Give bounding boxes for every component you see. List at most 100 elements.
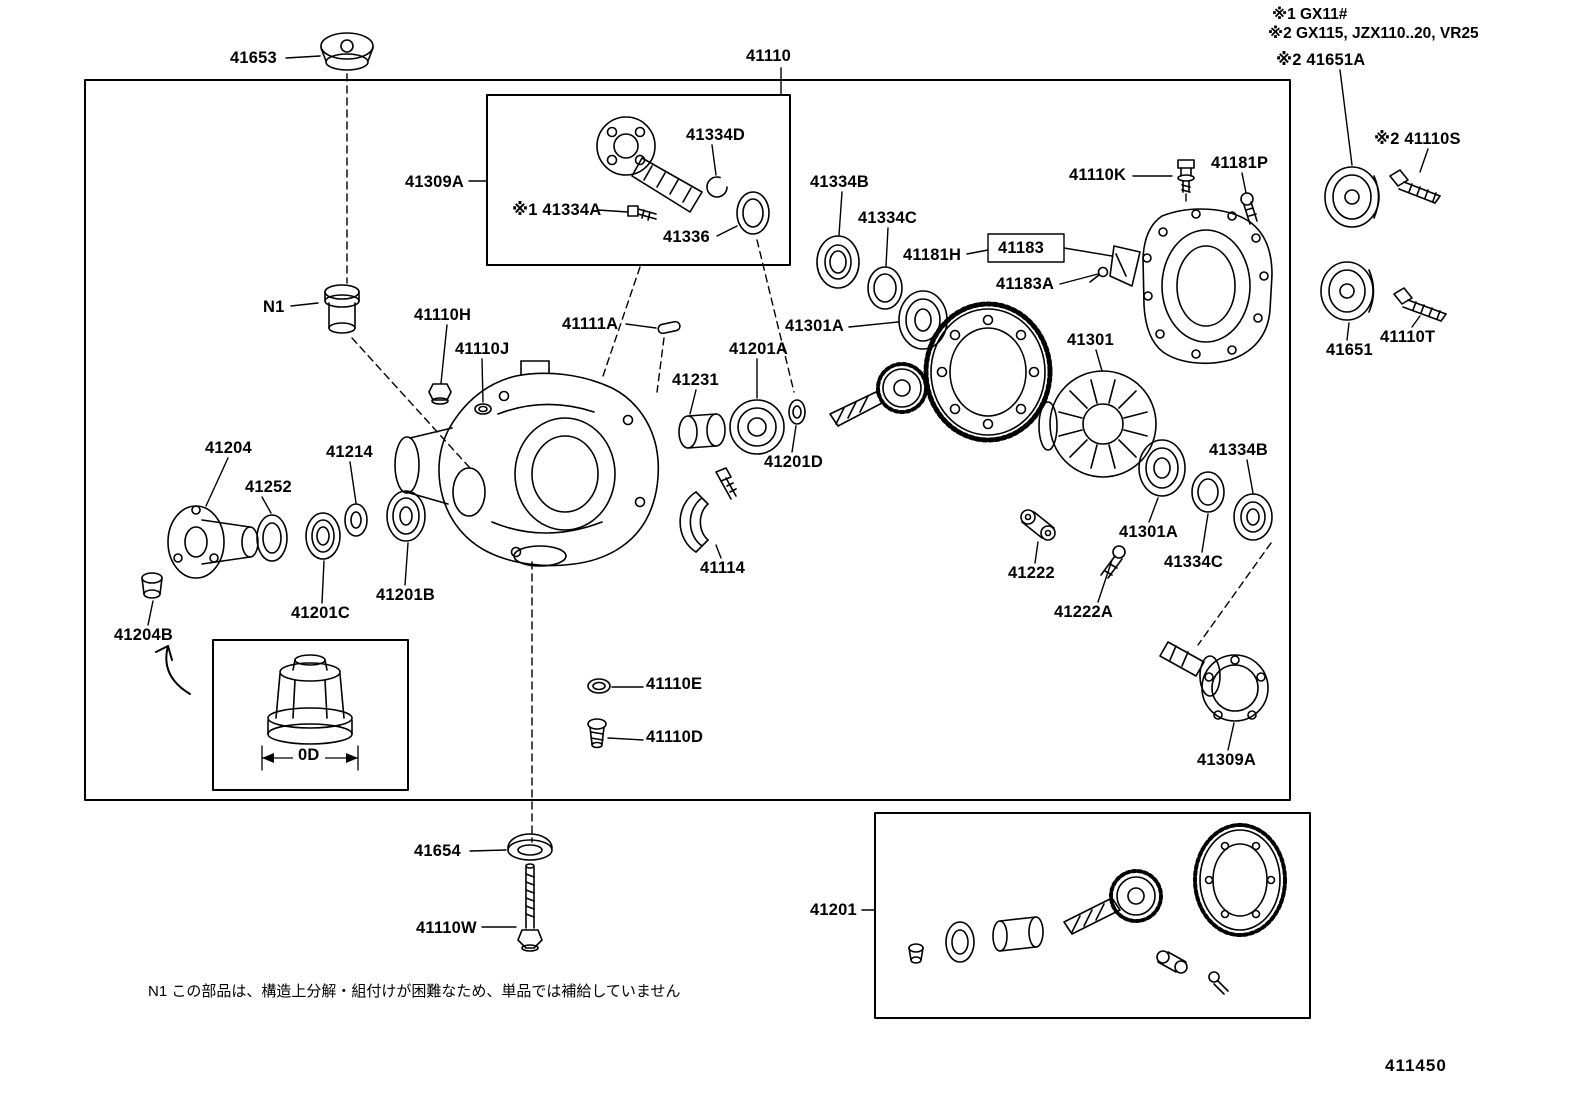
part-41231-spacer (678, 413, 726, 449)
part-41336-ring (736, 191, 770, 235)
legend-line-1: ※1 GX11# (1272, 6, 1348, 23)
part-label-41334B: 41334B (1209, 441, 1268, 459)
part-41334B-seal-side (1233, 493, 1273, 541)
part-label-241110S: ※2 41110S (1374, 130, 1461, 148)
part-label-41201C: 41201C (291, 604, 350, 622)
part-label-41110: 41110 (746, 47, 792, 65)
part-41110D-plug (587, 718, 607, 749)
part-41301A-bearing-side (1138, 439, 1186, 497)
part-differential-housing (394, 360, 660, 567)
part-label-41181H: 41181H (903, 246, 962, 264)
part-label-41181P: 41181P (1211, 154, 1269, 172)
part-41201B-bearing (386, 490, 426, 542)
part-label-41654: 41654 (414, 842, 461, 860)
part-label-41201: 41201 (810, 901, 857, 919)
part-41222A-bolt (1100, 545, 1126, 579)
part-label-41201D: 41201D (764, 453, 823, 471)
part-41110T-bolt (1393, 287, 1447, 322)
part-41334B-seal (816, 235, 860, 289)
part-label-41110W: 41110W (416, 919, 477, 937)
part-41201C-seal (305, 512, 341, 560)
dashed-assembly-lines (346, 73, 1272, 843)
part-label-41114: 41114 (700, 559, 746, 577)
part-41110K-breather-valve (1177, 159, 1195, 193)
direction-arrow (155, 645, 191, 695)
part-ring-gear (923, 301, 1053, 443)
part-label-41110E: 41110E (646, 675, 703, 693)
part-41181P-bolt (1240, 192, 1258, 225)
legend-line-2: ※2 GX115, JZX110..20, VR25 (1268, 25, 1479, 42)
part-41110E-gasket (587, 678, 611, 694)
part-41204-flange (167, 505, 259, 579)
part-41654-washer (507, 833, 553, 861)
part-41111A-pin (657, 320, 681, 335)
part-41334D-clip (706, 176, 728, 198)
part-label-41336: 41336 (663, 228, 710, 246)
part-label-41201A: 41201A (729, 340, 788, 358)
part-label-141334A: ※1 41334A (512, 201, 602, 219)
part-n1-breather (324, 284, 360, 334)
part-label-41301A: 41301A (785, 317, 844, 335)
part-label-41110H: 41110H (414, 306, 472, 324)
part-label-41204: 41204 (205, 439, 252, 457)
part-label-241651A: ※2 41651A (1276, 51, 1366, 69)
part-41252-ring (256, 514, 288, 562)
part-41110J-washer (474, 403, 492, 415)
part-label-41201B: 41201B (376, 586, 435, 604)
page-code: 411450 (1385, 1056, 1447, 1075)
part-label-41111A: 41111A (562, 315, 619, 333)
flange-kit-box (486, 94, 791, 266)
pinion-kit-box (874, 812, 1311, 1019)
part-label-41214: 41214 (326, 443, 373, 461)
part-41110S-bolt (1389, 169, 1441, 204)
dimension-0d (261, 745, 359, 771)
part-label-41334C: 41334C (858, 209, 917, 227)
part-41653-plug (320, 32, 374, 71)
part-41110H-plug (428, 383, 452, 405)
part-label-41110T: 41110T (1380, 328, 1436, 346)
part-41334C-spacer (867, 266, 903, 310)
part-label-41110K: 41110K (1069, 166, 1127, 184)
part-label-41183: 41183 (998, 239, 1044, 257)
part-41222-lock (1020, 509, 1056, 541)
part-41201D-washer (788, 399, 806, 425)
part-label-41309A: 41309A (1197, 751, 1256, 769)
part-41301-diff-case (1038, 370, 1157, 478)
part-41334C-spacer-side (1191, 471, 1225, 513)
part-41214-washer (344, 503, 368, 537)
part-41309A-companion-flange (596, 116, 703, 213)
footnote-n1: N1 この部品は、構造上分解・組付けが困難なため、単品では補給していません (148, 983, 681, 1000)
nut-inset-box (212, 639, 409, 791)
part-label-41653: 41653 (230, 49, 277, 67)
part-41183-plate (1109, 245, 1141, 287)
part-41651A-cushion (1324, 166, 1380, 228)
part-label-N1: N1 (263, 298, 285, 316)
part-41204B-plug (141, 572, 163, 599)
part-41334A-bolt (627, 205, 657, 221)
part-label-41252: 41252 (245, 478, 292, 496)
part-label-0D: 0D (293, 747, 325, 764)
part-label-41183A: 41183A (996, 275, 1055, 293)
part-label-41334C: 41334C (1164, 553, 1223, 571)
part-label-41309A: 41309A (405, 173, 464, 191)
part-drive-pinion (829, 362, 928, 427)
part-label-41204B: 41204B (114, 626, 173, 644)
part-label-41651: 41651 (1326, 341, 1373, 359)
part-label-41334B: 41334B (810, 173, 869, 191)
part-41201A-bearing (729, 399, 785, 455)
part-label-41222A: 41222A (1054, 603, 1113, 621)
leader-lines (147, 55, 1429, 928)
main-frame (84, 79, 1291, 801)
part-41201-kit (908, 823, 1287, 995)
part-pinion-nut (267, 654, 353, 745)
part-41183A-bolt (1089, 266, 1109, 283)
part-label-41301: 41301 (1067, 331, 1114, 349)
part-label-41301A: 41301A (1119, 523, 1178, 541)
part-41651-cushion (1320, 261, 1375, 321)
part-label-41222: 41222 (1008, 564, 1055, 582)
part-label-41231: 41231 (672, 371, 719, 389)
part-label-41110J: 41110J (455, 340, 510, 358)
